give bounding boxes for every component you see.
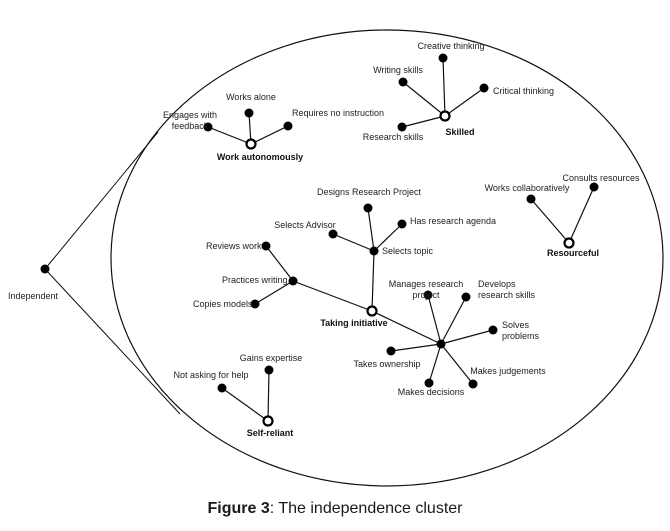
node-makes-judgements — [468, 379, 478, 389]
edge — [254, 280, 294, 305]
label-makes-decisions: Makes decisions — [398, 387, 465, 397]
label-reviews-work: Reviews work — [206, 241, 262, 251]
label-requires-no-instruction: Requires no instruction — [292, 108, 384, 118]
hub-label-work-autonomously: Work autonomously — [217, 152, 303, 162]
hub-label-self-reliant: Self-reliant — [247, 428, 294, 438]
edge — [367, 207, 375, 252]
edge — [402, 81, 446, 117]
node-copies-models — [250, 299, 260, 309]
edge — [440, 329, 494, 345]
root-connector-top — [44, 131, 159, 270]
label-has-research-agenda: Has research agenda — [410, 216, 496, 226]
node-takes-ownership — [386, 346, 396, 356]
node-not-asking-for-help — [217, 383, 227, 393]
edge — [250, 125, 289, 145]
node-has-research-agenda — [397, 219, 407, 229]
edge — [427, 294, 442, 345]
root-connector-bottom — [44, 268, 181, 415]
hub-label-resourceful: Resourceful — [547, 248, 599, 258]
edge — [401, 115, 446, 128]
hub-label-skilled: Skilled — [445, 127, 474, 137]
node-requires-no-instruction — [283, 121, 293, 131]
label-selects-advisor: Selects Advisor — [274, 220, 336, 230]
node-works-collaboratively — [526, 194, 536, 204]
node-reviews-work — [261, 241, 271, 251]
label-creative-thinking: Creative thinking — [417, 41, 484, 51]
label-research-skills: Research skills — [363, 132, 424, 142]
edge — [292, 280, 373, 312]
edge — [371, 310, 442, 345]
node-designs-research-project — [363, 203, 373, 213]
cluster-boundary — [110, 29, 664, 487]
caption-text: The independence cluster — [274, 500, 463, 517]
label-takes-ownership: Takes ownership — [353, 359, 420, 369]
hub-self-reliant — [262, 415, 274, 427]
label-gains-expertise: Gains expertise — [240, 353, 303, 363]
label-writing-skills: Writing skills — [373, 65, 423, 75]
edge — [265, 245, 294, 282]
subhub-practices-writing — [288, 276, 298, 286]
node-research-skills — [397, 122, 407, 132]
hub-label-taking-initiative: Taking initiative — [320, 318, 387, 328]
node-consults-resources — [589, 182, 599, 192]
subhub-label-selects-topic: Selects topic — [382, 246, 434, 256]
label-critical-thinking: Critical thinking — [493, 86, 554, 96]
edge — [568, 186, 595, 244]
edge — [373, 223, 403, 252]
node-engages-with-feedback — [203, 122, 213, 132]
edge — [371, 250, 375, 312]
root-label: Independent — [8, 291, 59, 301]
node-develops-research-skills — [461, 292, 471, 302]
edge — [332, 233, 375, 252]
edge — [221, 387, 269, 422]
hub-skilled — [439, 110, 451, 122]
label-makes-judgements: Makes judgements — [470, 366, 546, 376]
hub-resourceful — [563, 237, 575, 249]
node-selects-advisor — [328, 229, 338, 239]
caption-figure-number: Figure 3 — [207, 500, 270, 517]
node-solves-problems — [488, 325, 498, 335]
figure-caption: Figure 3: The independence cluster — [0, 500, 670, 518]
edge — [530, 198, 570, 244]
label-consults-resources: Consults resources — [562, 173, 640, 183]
node-creative-thinking — [438, 53, 448, 63]
label-works-collaboratively: Works collaboratively — [485, 183, 570, 193]
label-designs-research-project: Designs Research Project — [317, 187, 422, 197]
node-works-alone — [244, 108, 254, 118]
edge — [207, 126, 252, 145]
hub-taking-initiative — [366, 305, 378, 317]
edge — [440, 296, 467, 345]
caption-separator: : — [269, 500, 275, 517]
root-node — [40, 264, 50, 274]
label-copies-models: Copies models — [193, 299, 253, 309]
label-not-asking-for-help: Not asking for help — [173, 370, 248, 380]
node-writing-skills — [398, 77, 408, 87]
label-works-alone: Works alone — [226, 92, 276, 102]
edge — [428, 343, 442, 384]
subhub-outcomes — [436, 339, 446, 349]
edge — [390, 343, 442, 352]
subhub-selects-topic — [369, 246, 379, 256]
hub-work-autonomously — [245, 138, 257, 150]
edge — [442, 57, 446, 117]
subhub-label-practices-writing: Practices writing — [222, 275, 288, 285]
node-critical-thinking — [479, 83, 489, 93]
edge — [267, 369, 270, 422]
node-makes-decisions — [424, 378, 434, 388]
node-gains-expertise — [264, 365, 274, 375]
node-manages-research-project — [423, 290, 433, 300]
edge — [444, 87, 485, 117]
edge — [440, 343, 474, 385]
